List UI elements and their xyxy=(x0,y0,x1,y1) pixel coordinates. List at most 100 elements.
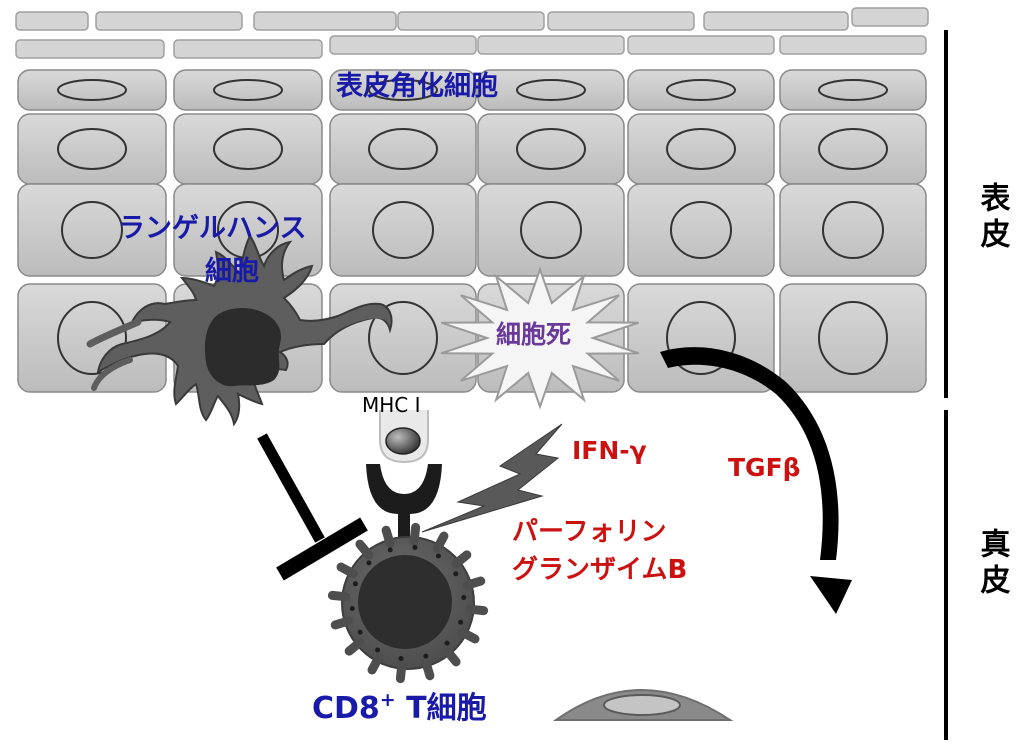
keratinocyte-nucleus xyxy=(61,201,123,259)
t-cell-spike xyxy=(330,616,354,630)
keratinocyte-nucleus xyxy=(57,79,127,101)
keratinocyte-nucleus xyxy=(213,79,283,101)
cell-death-burst xyxy=(440,266,640,410)
t-cell-granule xyxy=(435,553,441,559)
keratinocyte-nucleus xyxy=(666,301,736,375)
t-cell-granule xyxy=(357,629,363,635)
keratinocyte-cell xyxy=(17,183,167,277)
t-cell-spike xyxy=(344,637,365,656)
keratinocyte-cell xyxy=(329,69,477,111)
tgf-beta-arrow xyxy=(660,347,852,614)
corneum-bar xyxy=(547,11,695,31)
keratinocyte-nucleus xyxy=(57,301,127,375)
langerhans-label-line2: 細胞 xyxy=(205,256,259,287)
corneum-bar xyxy=(173,39,323,59)
t-cell-spike xyxy=(462,576,486,590)
langerhans-label-line1: ランゲルハンス xyxy=(118,213,306,244)
t-cell-spike xyxy=(336,562,358,579)
corneum-bar xyxy=(779,35,927,55)
t-cell-granule xyxy=(398,656,404,662)
keratinocyte-cell xyxy=(329,113,477,185)
peptide-antigen xyxy=(385,427,421,455)
t-cell-granule xyxy=(387,547,393,553)
keratinocyte-cell xyxy=(779,183,927,277)
corneum-bar xyxy=(15,11,89,31)
corneum-bar xyxy=(329,35,477,55)
ifn-gamma-label: IFN-γ xyxy=(572,436,647,465)
keratinocyte-nucleus xyxy=(670,201,732,259)
keratinocyte-cell xyxy=(627,113,775,185)
t-cell-spike xyxy=(442,646,461,667)
mhc-tcr-complex xyxy=(366,410,442,542)
granzyme-label: グランザイムB xyxy=(512,555,687,585)
keratinocyte-cell xyxy=(627,69,775,111)
t-cell-granule xyxy=(444,640,450,646)
keratinocyte-cell xyxy=(627,183,775,277)
tgf-beta-label: TGFβ xyxy=(728,453,801,482)
stratum-corneum xyxy=(15,7,929,59)
keratinocyte-nucleus xyxy=(57,128,127,170)
corneum-bar xyxy=(851,7,929,27)
keratinocyte-nucleus xyxy=(818,79,888,101)
keratinocyte-cell xyxy=(779,69,927,111)
keratinocyte-nucleus xyxy=(822,201,884,259)
langerhans-cell xyxy=(86,234,393,427)
mhc-label: MHC I xyxy=(362,393,421,417)
keratinocyte-label: 表皮角化細胞 xyxy=(336,70,498,102)
t-cell-spike xyxy=(465,604,489,616)
keratinocyte-nucleus xyxy=(516,79,586,101)
keratinocyte-cell xyxy=(477,113,625,185)
keratinocyte-nucleus xyxy=(666,79,736,101)
t-cell-nucleus xyxy=(358,555,452,649)
t-cell-spike xyxy=(367,653,384,675)
t-cell-granule xyxy=(366,560,372,566)
corneum-bar xyxy=(397,11,545,31)
t-cell-spike xyxy=(409,522,421,546)
keratinocyte-nucleus xyxy=(520,201,582,259)
keratinocyte-cell xyxy=(779,113,927,185)
dermis-label: 真皮 xyxy=(975,528,1011,600)
cd8-t-cell xyxy=(327,522,489,684)
keratinocyte-nucleus xyxy=(368,128,438,170)
corneum-bar xyxy=(627,35,775,55)
t-cell-spike xyxy=(421,657,435,681)
t-cell-spike xyxy=(355,539,374,560)
keratinocyte-nucleus xyxy=(372,201,434,259)
t-cell-granule xyxy=(461,594,467,600)
corneum-bar xyxy=(253,11,397,31)
keratinocyte-nucleus xyxy=(368,79,438,101)
keratinocyte-cell xyxy=(477,69,625,111)
t-cell-spike xyxy=(327,590,351,602)
t-cell-granule xyxy=(375,647,381,653)
keratinocyte-cell xyxy=(17,69,167,111)
t-cell-spike xyxy=(432,531,449,553)
keratinocyte-nucleus xyxy=(666,128,736,170)
keratinocyte-cell xyxy=(477,183,625,277)
keratinocyte-nucleus xyxy=(368,301,438,375)
cd8-t-cell-label: CD8+ T細胞 xyxy=(312,689,487,726)
keratinocyte-cell xyxy=(329,183,477,277)
corneum-bar xyxy=(15,39,165,59)
t-cell-granule xyxy=(352,581,358,587)
t-cell-spike xyxy=(458,627,480,644)
t-cell-granule xyxy=(453,571,459,577)
keratinocyte-cell xyxy=(17,113,167,185)
keratinocyte-nucleus xyxy=(516,128,586,170)
t-cell-granule xyxy=(349,606,355,612)
perforin-label: パーフォリン xyxy=(512,517,666,547)
t-cell-granule xyxy=(458,619,464,625)
cytotoxic-signal-bolt xyxy=(421,423,563,533)
corneum-bar xyxy=(95,11,243,31)
keratinocyte-cell xyxy=(173,113,323,185)
corneum-bar xyxy=(477,35,625,55)
keratinocyte-cell xyxy=(17,283,167,393)
keratinocyte-cell xyxy=(173,69,323,111)
keratinocyte-nucleus xyxy=(818,301,888,375)
keratinocyte-cell xyxy=(329,283,477,393)
t-cell-spike xyxy=(395,660,407,684)
t-cell-spike xyxy=(451,550,472,569)
epidermis-label: 表皮 xyxy=(975,182,1011,254)
t-cell-granule xyxy=(412,544,418,550)
